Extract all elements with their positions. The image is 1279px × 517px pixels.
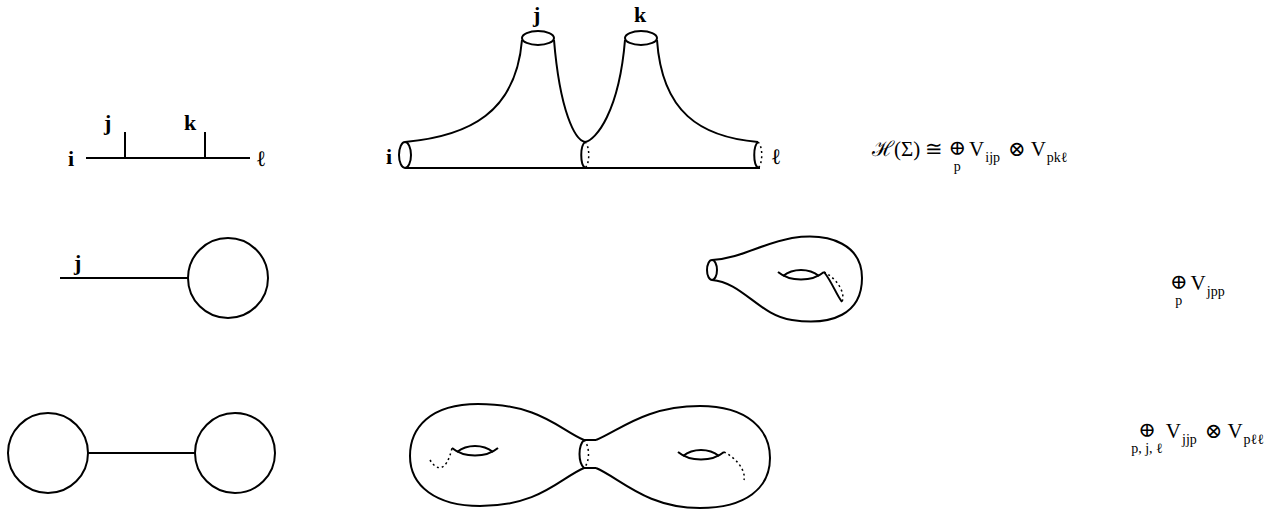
formula-term: V	[1191, 270, 1206, 296]
direct-sum: ⊕p	[948, 136, 966, 174]
formula-term: ⊗	[1205, 418, 1223, 444]
surface-outline	[405, 167, 760, 169]
formula-term: V	[1166, 418, 1181, 444]
direct-sum: ⊕p	[1170, 270, 1188, 308]
handle-hole	[724, 452, 744, 480]
surface-outline	[712, 237, 862, 322]
sum-index: p, j, ℓ	[1131, 442, 1163, 456]
boundary-label: j	[533, 4, 540, 26]
boundary-circle	[522, 31, 554, 45]
sum-index: p	[1175, 294, 1182, 308]
formula: ⊕pVjpp	[1170, 270, 1233, 308]
graph-loop	[188, 238, 268, 318]
boundary-circle	[399, 142, 411, 168]
formula-subscript: pkℓ	[1047, 151, 1068, 165]
direct-sum: ⊕p, j, ℓ	[1131, 418, 1163, 456]
boundary-circle	[580, 440, 585, 468]
handle-hole	[457, 446, 493, 452]
graph-line	[60, 277, 188, 279]
boundary-circle	[758, 142, 762, 168]
graph-label: k	[184, 112, 196, 134]
graph-loop	[8, 413, 88, 493]
boundary-label: ℓ	[772, 146, 780, 168]
boundary-circle	[625, 31, 657, 45]
boundary-circle	[585, 142, 589, 168]
handle-hole	[783, 270, 819, 276]
boundary-circle	[707, 260, 717, 280]
graph-label: j	[74, 252, 81, 274]
graph-tick	[204, 132, 206, 158]
formula-subscript: pℓℓ	[1244, 433, 1264, 447]
boundary-circle	[581, 142, 585, 168]
formula-term: V	[969, 136, 984, 162]
boundary-circle	[754, 142, 758, 168]
graph-line	[86, 157, 250, 159]
formula-term: V	[1031, 136, 1046, 162]
handle-hole	[824, 272, 842, 302]
boundary-label: i	[386, 146, 392, 168]
sum-symbol: ⊕	[1170, 270, 1188, 294]
formula-subscript: jjp	[1182, 433, 1197, 447]
sum-symbol: ⊕	[948, 136, 966, 160]
formula-term: ℋ(Σ) ≅	[872, 136, 943, 162]
handle-hole	[824, 272, 843, 302]
boundary-label: k	[634, 4, 646, 26]
formula-term: ⊗	[1008, 136, 1026, 162]
graph-tick	[124, 132, 126, 158]
boundary-circle	[584, 440, 589, 468]
formula-subscript: jpp	[1207, 285, 1225, 299]
formula-subscript: ijp	[985, 151, 1000, 165]
sum-index: p	[954, 160, 961, 174]
graph-label: i	[68, 148, 74, 170]
graph-label: j	[104, 112, 111, 134]
graph-loop	[195, 413, 275, 493]
surface-outline	[584, 440, 596, 468]
formula: ℋ(Σ) ≅⊕pVijp⊗Vpkℓ	[872, 136, 1076, 174]
handle-hole	[683, 450, 719, 456]
graph-label: ℓ	[257, 148, 265, 170]
formula-term: V	[1227, 418, 1242, 444]
formula: ⊕p, j, ℓVjjp⊗Vpℓℓ	[1131, 418, 1272, 456]
graph-line	[88, 452, 195, 454]
handle-hole	[430, 448, 452, 468]
surface-outline	[410, 404, 770, 508]
sum-symbol: ⊕	[1138, 418, 1156, 442]
surface-outline	[405, 40, 758, 142]
